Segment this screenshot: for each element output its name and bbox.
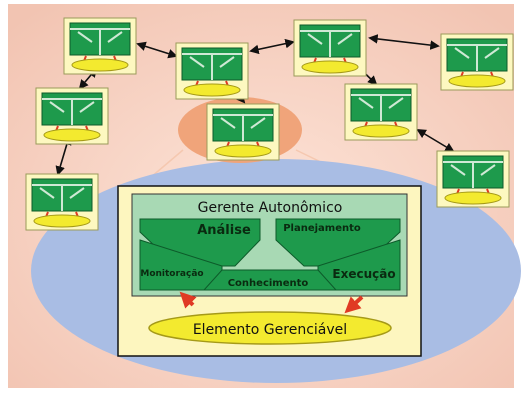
link-arrow (368, 34, 440, 50)
autonomic-node (440, 33, 514, 91)
label-planning: Planejamento (283, 223, 361, 234)
link-arrow (136, 41, 178, 59)
autonomic-node (35, 87, 109, 145)
phase-knowledge (202, 269, 338, 291)
autonomic-node (344, 83, 418, 141)
link-arrow (416, 129, 455, 152)
label-knowledge: Conhecimento (228, 278, 309, 289)
autonomic-node (25, 173, 99, 231)
autonomic-node (436, 150, 510, 208)
autonomic-node (63, 17, 137, 75)
label-analysis: Análise (197, 223, 251, 238)
managed-element-label: Elemento Gerenciável (193, 322, 347, 338)
autonomic-node (293, 19, 367, 77)
autonomic-manager-detail: Gerente Autonômico Análise Planejamento … (117, 185, 422, 357)
monitor-arrow (179, 291, 197, 309)
autonomic-node (175, 42, 249, 100)
managed-element (148, 311, 392, 345)
link-arrow (249, 38, 295, 55)
label-execution: Execução (332, 267, 395, 281)
manager-title: Gerente Autonômico (198, 200, 343, 216)
focused-autonomic-node (206, 103, 280, 161)
execute-arrow (344, 295, 364, 314)
label-monitoring: Monitoração (140, 269, 203, 279)
